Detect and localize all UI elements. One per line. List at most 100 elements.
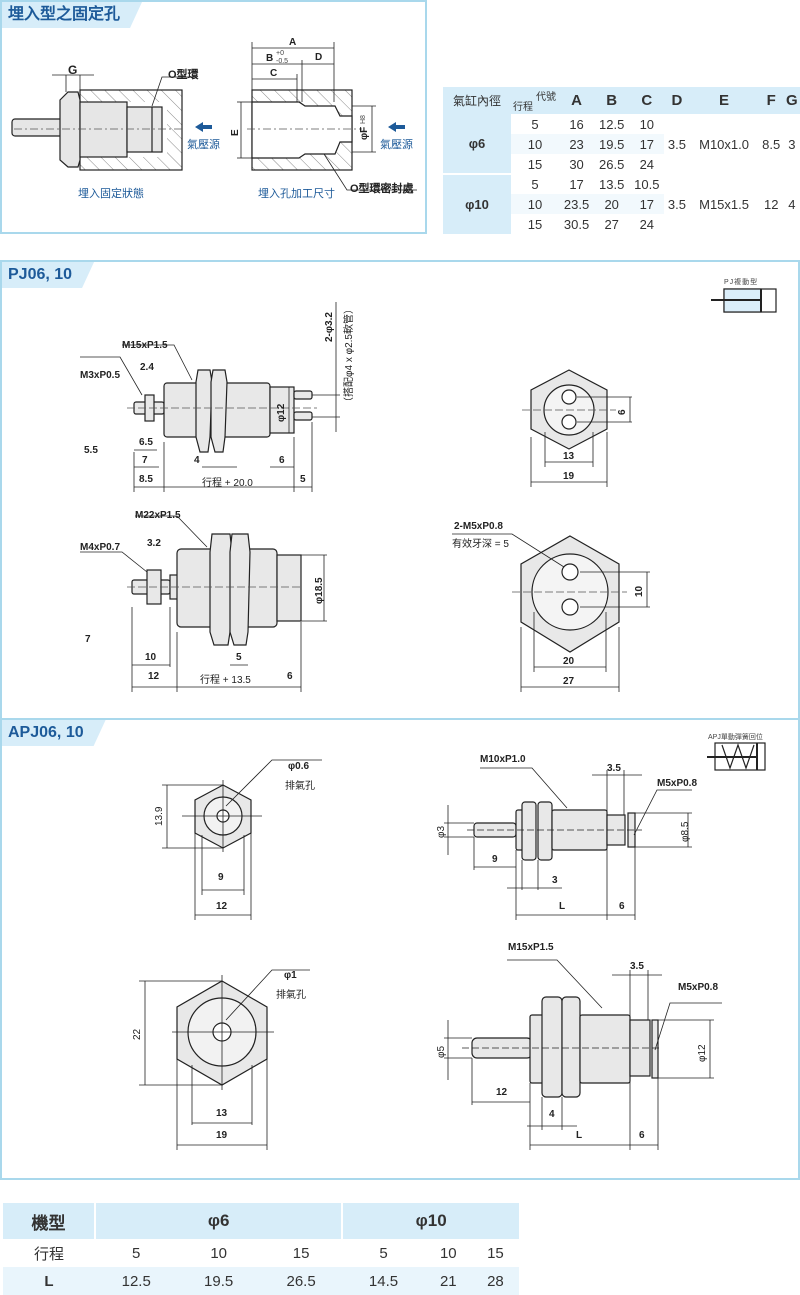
pj6-thread-label: M15xP1.5 [122, 340, 168, 351]
cell: 28 [471, 1267, 519, 1295]
cell: 10 [511, 134, 559, 154]
group-phi6: φ6 [93, 1203, 343, 1239]
cell: 30.5 [563, 216, 590, 232]
pj10-dim: 5 [236, 652, 242, 663]
pj10-stroke-dim: 行程 + 13.5 [200, 675, 251, 686]
group-phi10: φ10 [341, 1203, 519, 1239]
cell: 19.5 [177, 1267, 260, 1295]
cell: 10 [439, 1244, 457, 1262]
cell: 27 [604, 216, 619, 232]
cell: 3.5 [667, 196, 686, 212]
apj6-l-dim: L [559, 901, 566, 912]
apj6-port-label: M5xP0.8 [657, 778, 698, 789]
cell: 15 [527, 216, 543, 232]
o-ring-label: O型環 [168, 69, 199, 81]
apj10-vent-label: 排氣孔 [276, 990, 306, 1001]
dim-a: A [289, 37, 297, 48]
cell: 13.5 [599, 176, 625, 192]
col-f: F [758, 87, 784, 114]
pj10-port-label: 2-M5xP0.8 [454, 521, 503, 532]
pj6-dim: 5.5 [84, 445, 98, 456]
header-stroke: 行程 [513, 102, 533, 113]
pj10-end-dim: 27 [563, 676, 575, 687]
cell: 26.5 [599, 156, 625, 172]
pj10-dim: 6 [287, 671, 293, 682]
pj10-rod-thread-label: M4xP0.7 [80, 542, 121, 553]
apj10-port-label: M5xP0.8 [678, 982, 719, 993]
pj6-dim: 2.4 [140, 362, 154, 373]
apj6-end-dim: 9 [218, 872, 224, 883]
cell: 30 [569, 156, 584, 172]
table-row: 15 30.5 27 24 [443, 214, 800, 234]
pj6-dim: 6.5 [139, 437, 153, 448]
air-source-label: 氣壓源 [187, 139, 220, 151]
dim-b-tol-upper: +0 [276, 50, 284, 57]
cell: 10 [210, 1244, 227, 1262]
apj6-vent-dia: φ0.6 [288, 761, 310, 772]
pj-drawing [80, 288, 777, 692]
cell: 8.5 [762, 136, 781, 152]
pj6-tube-note: （搭配φ4 x φ2.5軟管） [344, 304, 355, 407]
cell: 24 [639, 216, 655, 232]
apj10-rod-dia: φ5 [436, 1045, 447, 1058]
pj6-end-dim: 19 [563, 471, 575, 482]
embed-panel: 埋入型之固定孔 G O型環 氣壓源 A B +0 -0.5 C [0, 0, 427, 234]
bore-6: φ6 [443, 114, 511, 174]
apj10-l-dim: L [576, 1130, 583, 1141]
dim-f-tol: H8 [360, 115, 367, 124]
col-b: B [594, 87, 630, 114]
apj-symbol-label: APJ單動彈簧回位 [708, 734, 763, 741]
apj10-thread-label: M15xP1.5 [508, 942, 554, 953]
cell: M10x1.0 [699, 136, 749, 152]
pj-symbol-label: PJ複動型 [724, 279, 759, 286]
cell: 15 [527, 156, 543, 172]
dim-b: B [266, 53, 274, 64]
dim-b-tol-lower: -0.5 [276, 58, 289, 65]
cell: 21 [424, 1267, 472, 1295]
cell: 20 [594, 194, 630, 214]
pj6-dim: 8.5 [139, 474, 153, 485]
apj10-dim: 12 [496, 1087, 508, 1098]
pj-panel: PJ06, 10 [0, 260, 800, 720]
pj10-dim: 12 [148, 671, 160, 682]
air-source-label-2: 氣壓源 [380, 139, 413, 151]
apj10-dim: 4 [549, 1109, 555, 1120]
pj6-dim: 4 [194, 455, 200, 466]
spec-table-header: 氣缸內徑 代號行程 A B C D E F G [443, 87, 800, 114]
apj6-dim: 3.5 [607, 763, 621, 774]
header-code: 代號 [536, 92, 556, 103]
pj6-end-dim: 6 [617, 409, 628, 415]
cell: 15 [292, 1244, 310, 1262]
cell: 5 [379, 1244, 388, 1262]
col-a: A [559, 87, 595, 114]
bore-10: φ10 [443, 173, 511, 234]
apj6-end-dim: 13.9 [154, 806, 165, 826]
cell: 3 [788, 136, 796, 152]
table-row: 機型 φ6 φ10 [3, 1203, 519, 1239]
apj10-dim: 6 [639, 1130, 645, 1141]
cell: 14.5 [342, 1267, 425, 1295]
cell: 16 [569, 116, 584, 132]
apj6-end-dim: 12 [216, 901, 228, 912]
pj6-stroke-dim: 行程 + 20.0 [202, 478, 253, 489]
header-code-stroke: 代號行程 [511, 87, 559, 114]
apj-drawing [139, 742, 766, 1150]
l-label: L [3, 1267, 95, 1295]
apj-panel: APJ06, 10 [0, 718, 800, 1180]
cell: 4 [788, 196, 796, 212]
header-bore: 氣缸內徑 [443, 87, 511, 114]
col-g: G [783, 87, 800, 114]
cell: 12.5 [95, 1267, 178, 1295]
apj10-dim: 3.5 [630, 961, 644, 972]
pj10-thread-label: M22xP1.5 [135, 510, 181, 521]
cell: M15x1.5 [699, 196, 749, 212]
cell: 17 [629, 134, 665, 154]
cell: 12.5 [599, 116, 625, 132]
